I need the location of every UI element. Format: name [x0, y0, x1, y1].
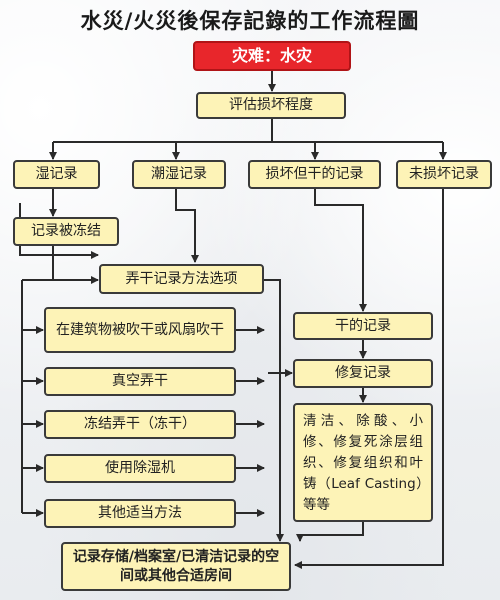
node-freeze-dry: 冻结弄干（冻干） [44, 410, 236, 439]
node-dehumidifier: 使用除湿机 [44, 454, 236, 483]
connector-options-right [263, 279, 281, 526]
node-frozen: 记录被冻结 [13, 217, 119, 246]
node-undamaged: 未损坏记录 [396, 160, 492, 189]
node-wet: 湿记录 [13, 160, 100, 189]
node-repair-detail: 清洁、除酸、小修、修复死涂层组织、修复组织和叶铸（Leaf Casting）等等 [293, 403, 433, 522]
node-storage: 记录存储/档案室/已清洁记录的空间或其他合适房间 [61, 542, 291, 591]
node-air-dry: 在建筑物被吹干或风扇吹干 [44, 307, 236, 353]
node-disaster: 灾难：水灾 [193, 41, 351, 71]
node-damaged-dry: 损坏但干的记录 [248, 160, 381, 189]
connector-damaged-dry-records [314, 188, 367, 312]
connector-damp-options [175, 188, 199, 263]
node-other: 其他适当方法 [44, 499, 236, 528]
connector-detail-storage [296, 521, 364, 542]
connector-frozen-options [52, 246, 99, 284]
connector-undamaged-storage [294, 188, 444, 569]
node-repair: 修复记录 [293, 359, 433, 388]
node-damp: 潮湿记录 [132, 160, 226, 189]
node-assess: 评估损坏程度 [196, 92, 346, 119]
node-drying-options: 弄干记录方法选项 [99, 264, 264, 294]
page-title: 水災/火災後保存記錄的工作流程圖 [80, 9, 420, 33]
node-vacuum: 真空弄干 [44, 367, 236, 396]
node-dry-records: 干的记录 [293, 312, 433, 340]
